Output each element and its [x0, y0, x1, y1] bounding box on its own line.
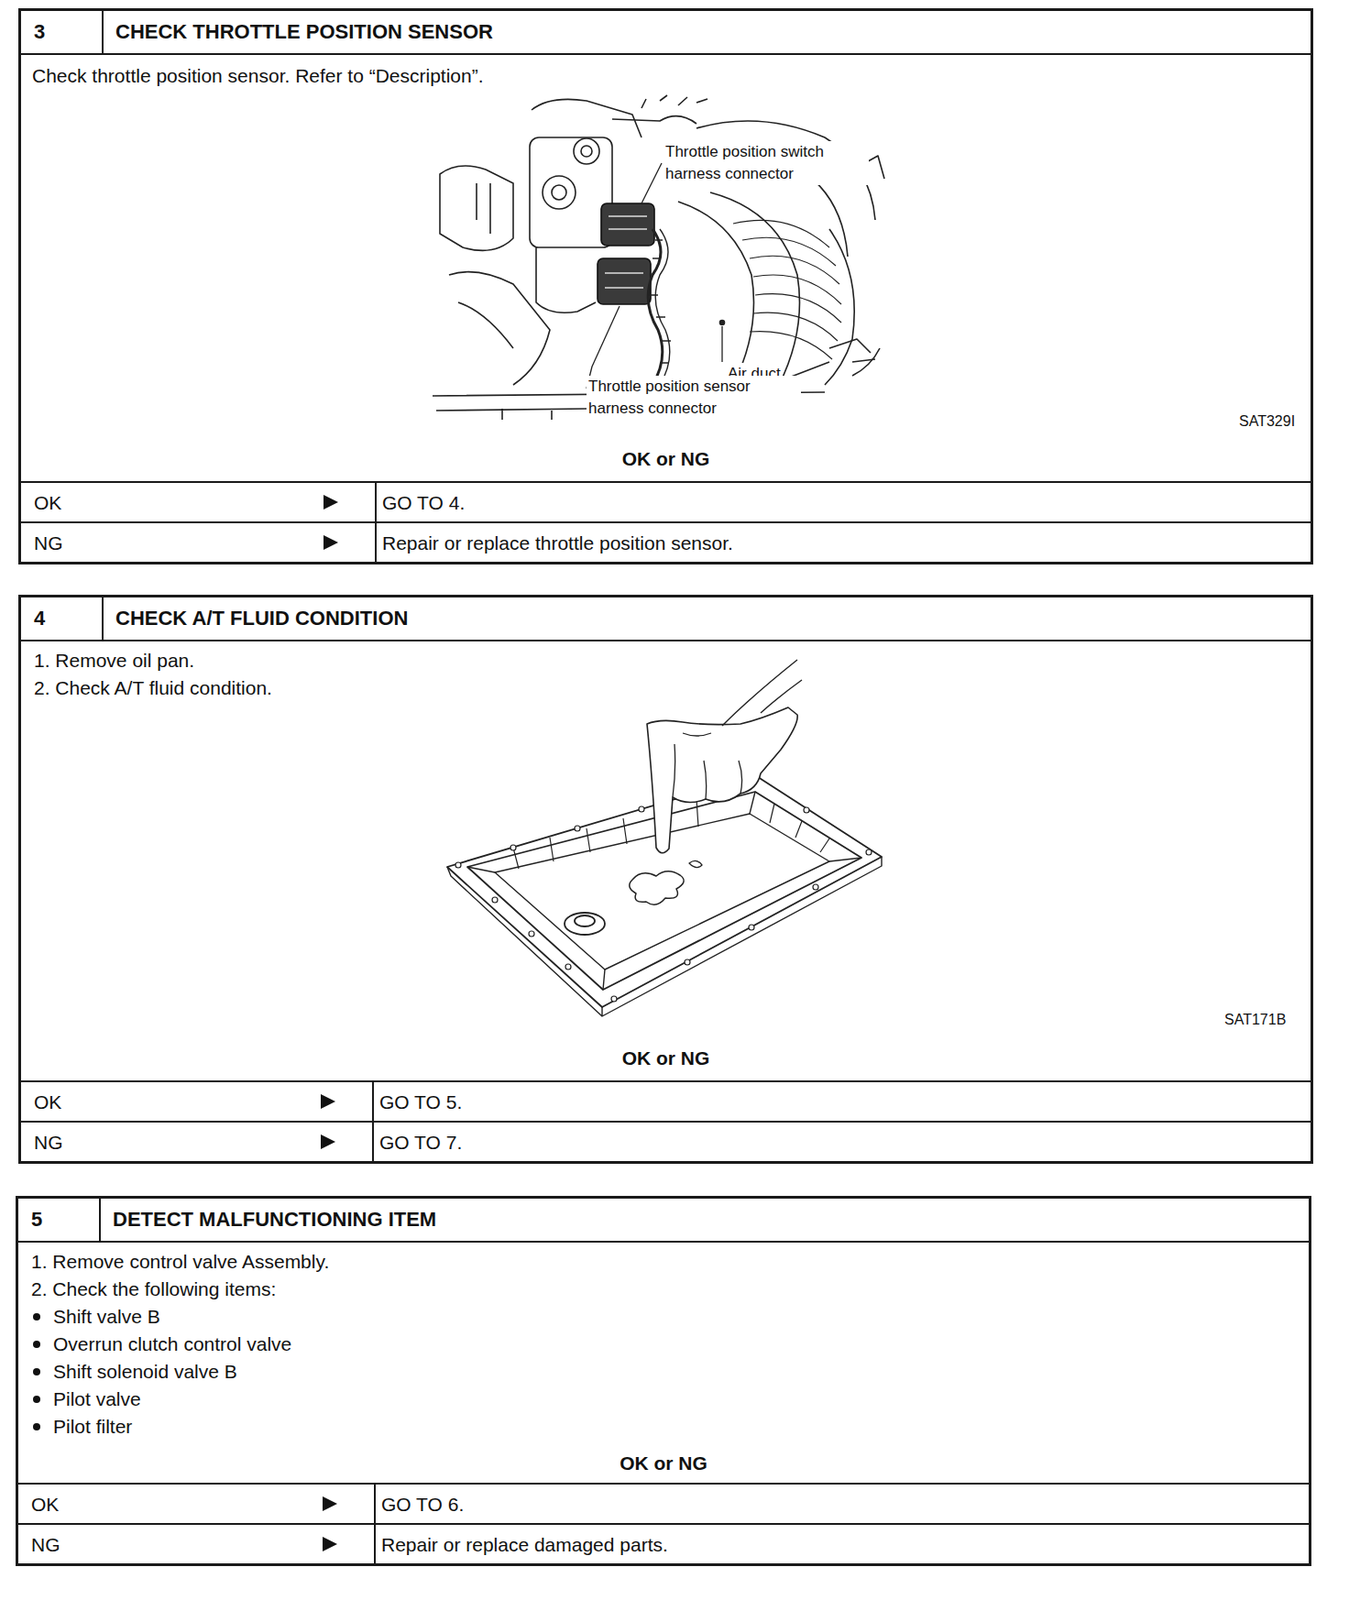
arrow-symbol: [322, 1496, 338, 1512]
result-row: NG GO TO 7.: [21, 1120, 1311, 1162]
header-divider: [101, 10, 104, 54]
instruction: 2. Check the following items:: [31, 1277, 276, 1302]
part-label: Throttle position switch harness connect…: [663, 141, 869, 186]
result-action: Repair or replace damaged parts.: [381, 1533, 669, 1558]
result-label: OK: [33, 491, 62, 516]
result-label: NG: [33, 1130, 64, 1155]
step-title: DETECT MALFUNCTIONING ITEM: [112, 1207, 437, 1232]
result-row: OK GO TO 6.: [18, 1482, 1309, 1524]
instruction: 1. Remove control valve Assembly.: [31, 1250, 330, 1274]
result-row: OK GO TO 5.: [21, 1080, 1311, 1121]
result-action: Repair or replace throttle position sens…: [382, 531, 734, 556]
oil-pan-illustration: [447, 659, 882, 1017]
step-title: CHECK THROTTLE POSITION SENSOR: [115, 20, 494, 44]
result-action: GO TO 5.: [379, 1090, 462, 1115]
step-table: 3 CHECK THROTTLE POSITION SENSOR Check thr…: [18, 8, 1314, 565]
check-item: Shift solenoid valve B: [53, 1359, 238, 1384]
column-divider: [372, 1122, 374, 1162]
result-prompt: OK or NG: [619, 1451, 708, 1476]
instruction: 2. Check A/T fluid condition.: [33, 676, 273, 701]
column-divider: [373, 1484, 376, 1524]
result-label: OK: [31, 1492, 59, 1517]
step-title: CHECK A/T FLUID CONDITION: [115, 606, 408, 631]
arrow-symbol: [320, 1134, 336, 1150]
instruction: 1. Remove oil pan.: [33, 648, 195, 673]
bullet: [32, 1395, 41, 1404]
bullet: [32, 1423, 41, 1431]
check-item: Shift valve B: [53, 1305, 161, 1329]
column-divider: [372, 1082, 374, 1121]
arrow-symbol: [323, 494, 339, 510]
arrow-symbol: [321, 493, 340, 512]
step-table: 5 DETECT MALFUNCTIONING ITEM 1. Remove con…: [15, 1195, 1312, 1567]
result-row: NG Repair or replace damaged parts.: [18, 1523, 1309, 1564]
figure-code: SAT329I: [1237, 410, 1297, 433]
step-number: 3: [33, 20, 45, 44]
arrow-symbol: [320, 1535, 340, 1554]
result-label: OK: [33, 1090, 62, 1115]
column-divider: [373, 1524, 376, 1564]
header-rule: [21, 639, 1311, 642]
check-item: Overrun clutch control valve: [53, 1332, 292, 1357]
bullet: [32, 1340, 41, 1349]
result-prompt: OK or NG: [622, 1046, 711, 1071]
arrow-symbol: [320, 1494, 340, 1514]
header-rule: [21, 53, 1311, 55]
instruction: Check throttle position sensor. Refer to…: [32, 64, 484, 88]
arrow-symbol: [322, 1536, 338, 1552]
step-table: 4 CHECK A/T FLUID CONDITION 1. Remove oil …: [18, 594, 1314, 1164]
result-row: OK GO TO 4.: [21, 481, 1311, 522]
result-action: GO TO 4.: [382, 491, 465, 516]
header-divider: [98, 1198, 101, 1241]
arrow-symbol: [318, 1132, 338, 1152]
arrow-symbol: [320, 1094, 336, 1109]
arrow-symbol: [321, 533, 340, 552]
result-prompt: OK or NG: [622, 447, 711, 472]
throttle-illustration: [432, 95, 885, 420]
step-number: 5: [31, 1207, 43, 1232]
header-divider: [101, 597, 104, 640]
header-rule: [18, 1240, 1309, 1243]
check-item: Pilot valve: [53, 1387, 142, 1412]
result-label: NG: [33, 531, 64, 556]
figure-code: SAT171B: [1222, 1009, 1288, 1031]
bullet: [32, 1368, 41, 1376]
check-item: Pilot filter: [53, 1414, 132, 1439]
column-divider: [374, 482, 377, 522]
result-action: GO TO 6.: [381, 1492, 464, 1517]
result-row: NG Repair or replace throttle position se…: [21, 521, 1311, 562]
part-label: Throttle position sensor harness connect…: [586, 375, 801, 420]
arrow-symbol: [323, 535, 339, 550]
bullet: [32, 1313, 41, 1321]
result-action: GO TO 7.: [379, 1130, 462, 1155]
column-divider: [374, 523, 377, 562]
step-number: 4: [33, 606, 45, 631]
result-label: NG: [31, 1533, 61, 1558]
arrow-symbol: [318, 1092, 338, 1111]
